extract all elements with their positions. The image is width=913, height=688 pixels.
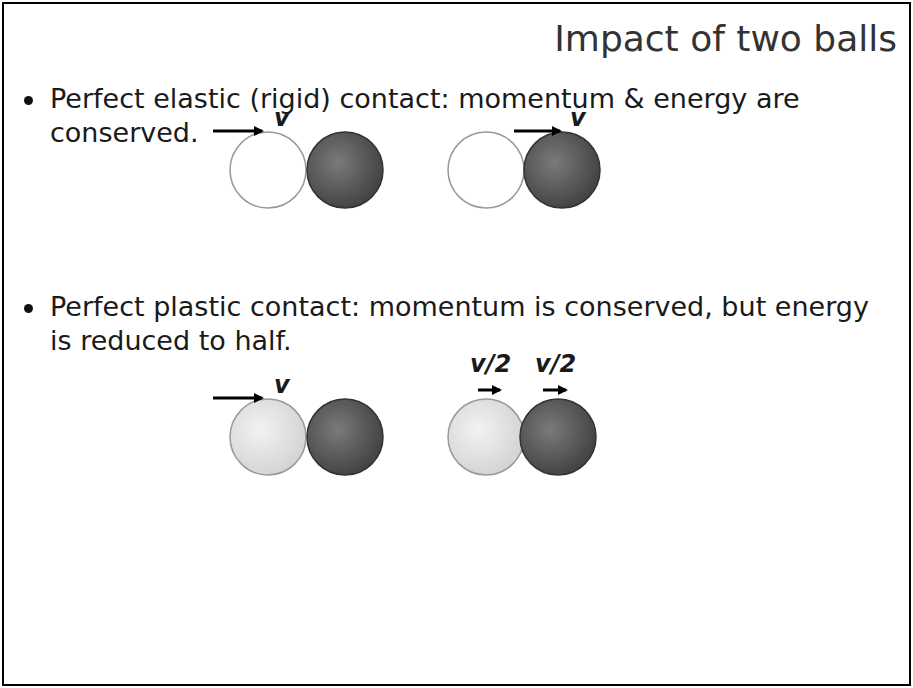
velocity-label: v: [570, 104, 586, 132]
bullet-text: Perfect elastic (rigid) contact: momentu…: [50, 82, 870, 150]
velocity-label: v: [274, 104, 290, 132]
velocity-label: v: [274, 371, 290, 399]
bullet-text: Perfect plastic contact: momentum is con…: [50, 290, 870, 358]
velocity-label: v/2: [535, 350, 576, 378]
bullet-dot: [24, 96, 33, 105]
bullet-dot: [24, 304, 33, 313]
slide-title: Impact of two balls: [554, 18, 897, 59]
velocity-label: v/2: [470, 350, 511, 378]
